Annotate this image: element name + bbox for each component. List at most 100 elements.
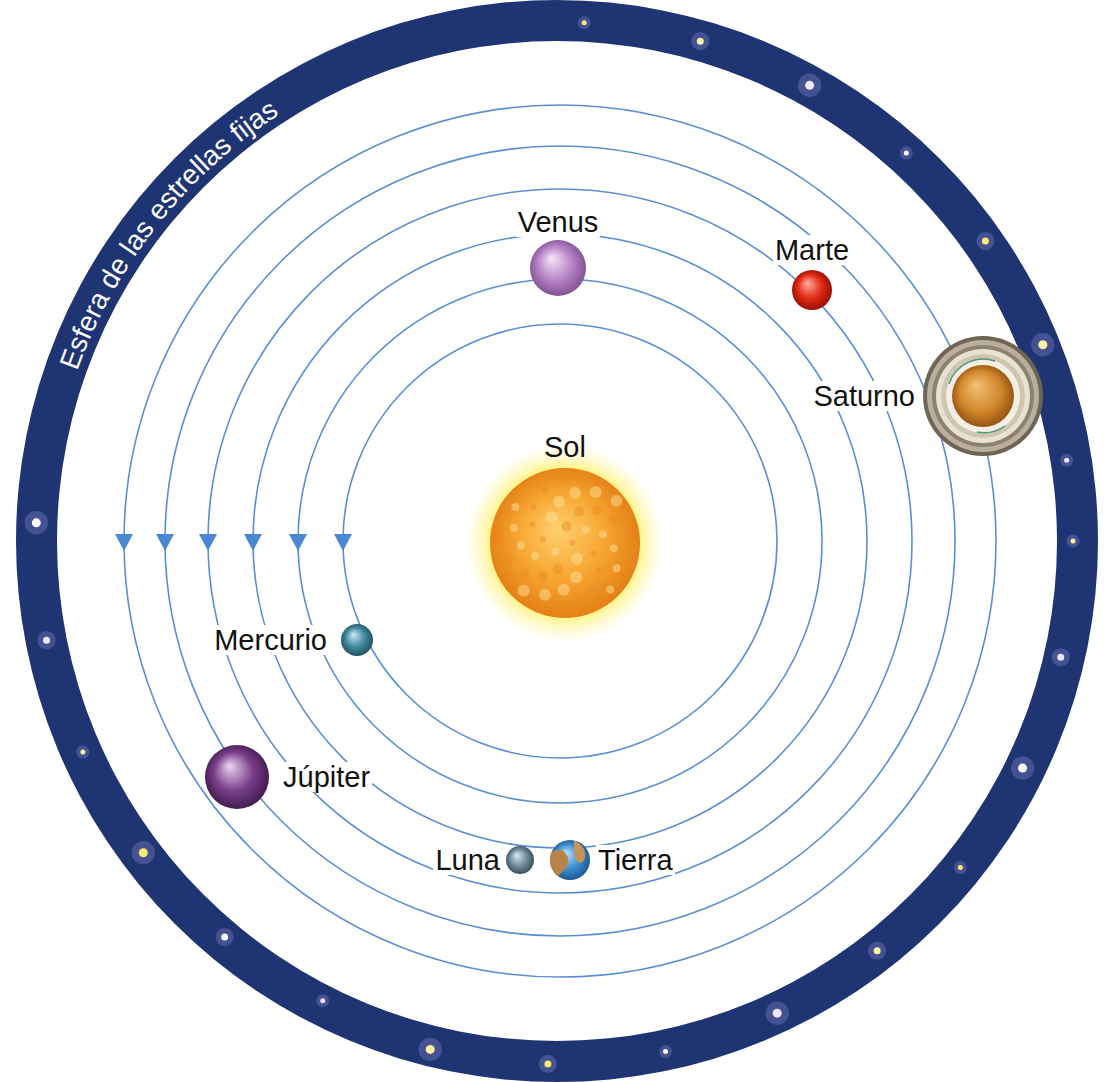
sun-texture [553,564,563,574]
sun-texture [592,505,602,515]
planet-disc [530,240,586,296]
orbit-circle [253,234,867,848]
body-label: Luna [433,845,502,875]
sun-texture [504,555,514,565]
sun-texture [561,521,571,531]
planet-node: Luna [506,846,534,874]
sun-texture [560,476,566,482]
sun-texture [569,487,581,499]
star [1018,764,1027,773]
star-glow [954,861,967,874]
star-glow [316,994,329,1007]
star-glow [798,74,821,97]
planet-node: Venus [530,240,586,296]
saturn-ring [946,359,1020,433]
body-label: Saturno [811,381,917,411]
planet-node: Júpiter [205,745,269,809]
orbit-arrow [199,534,217,551]
star-glow [900,147,913,160]
sun-texture [610,545,618,553]
sun-texture [529,522,535,528]
sun-texture [541,487,547,493]
planet-figure [923,336,1043,456]
orbit-circle [343,324,777,758]
body-label: Tierra [596,845,675,875]
sun-texture [519,568,529,578]
sun-texture [511,503,519,511]
saturn-body [952,365,1014,427]
sun-texture [589,585,595,591]
star [663,1049,668,1054]
planet-figure [490,468,640,618]
sun-texture [595,567,601,573]
star-glow [976,232,994,250]
sun-texture [571,553,583,565]
star [773,1009,782,1018]
orbit-circle [298,279,822,803]
sun-texture [494,534,504,544]
sphere-band [16,0,1098,1082]
earth-land [574,840,585,863]
planet-figure [506,846,534,874]
planet-figure [341,624,373,656]
star-glow [578,16,591,29]
star [874,947,881,954]
planet-figure [530,240,586,296]
sphere-label: Esfera de las estrellas fijas [54,93,283,373]
sun-texture [537,571,547,581]
sun-texture [510,524,518,532]
orbit-circle [124,105,996,977]
sun-texture [517,542,525,550]
star [426,1045,435,1054]
body-label: Júpiter [281,762,372,792]
sun-texture [582,526,590,534]
sun-texture [545,511,557,523]
planet-figure [792,270,832,310]
sun-texture [610,495,622,507]
body-label: Venus [516,207,601,237]
star-glow [132,841,155,864]
planet-figure [550,840,590,880]
star-glow [1011,756,1034,779]
star [982,238,989,245]
sun-texture [606,585,614,593]
star-glow [37,631,55,649]
planet-node: Saturno [923,336,1043,456]
sun-texture [599,530,607,538]
star [32,518,41,527]
star [544,1060,551,1067]
sun-disc [490,468,640,618]
star-glow [76,746,89,759]
planet-disc [506,846,534,874]
star-glow [659,1045,672,1058]
star [320,998,325,1003]
star-glow [1060,454,1073,467]
saturn-ring [927,340,1039,452]
sun-texture [539,589,551,601]
planet-figure [205,745,269,809]
star-glow [25,511,48,534]
sun-texture [531,504,537,510]
saturn-ring [941,354,1025,438]
orbit-circle [165,146,955,936]
planet-node: Tierra [550,840,590,880]
star [221,934,228,941]
star [805,81,814,90]
star [1057,654,1064,661]
star-glow [216,928,234,946]
star-glow [691,32,709,50]
star [1038,340,1047,349]
star [697,38,704,45]
sun-texture [609,514,619,524]
star [139,848,148,857]
saturn-ring [923,336,1043,456]
planet-disc [341,624,373,656]
sun-texture [558,584,570,596]
planet-node: Marte [792,270,832,310]
body-label: Sol [542,432,588,462]
star-glow [1067,535,1080,548]
sun-texture [551,548,559,556]
planet-node: Mercurio [341,624,373,656]
star-glow [539,1055,557,1073]
star [80,750,85,755]
